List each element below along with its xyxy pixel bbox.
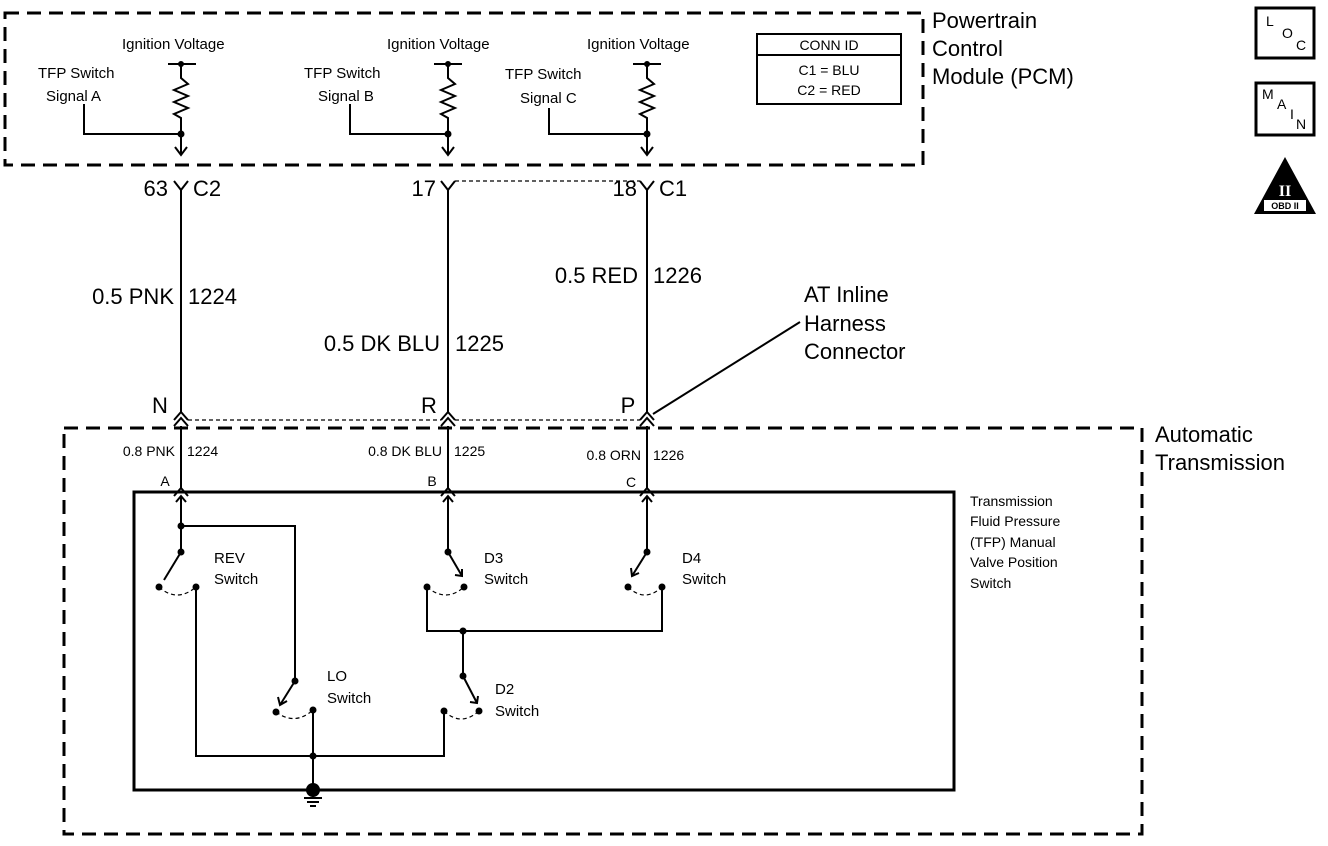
pullup-circuit-c: [548, 61, 661, 157]
tfp-label-line-4: Valve Position: [970, 554, 1058, 570]
d2-switch: [313, 627, 483, 757]
conn-id-table: CONN ID C1 = BLU C2 = RED: [756, 33, 902, 105]
wire-1226-upper-color: 0.5 RED: [555, 263, 638, 288]
conn-id-row-2: C2 = RED: [797, 82, 860, 98]
conn-id-row-1: C1 = BLU: [798, 62, 859, 78]
lo-switch: [272, 677, 317, 790]
switch-pin-a-label: A: [160, 473, 170, 489]
wire-1224-lower-color: 0.8 PNK: [123, 443, 176, 459]
pcm-connector-pin-17: 17: [412, 176, 456, 201]
loc-icon[interactable]: L O C: [1254, 6, 1316, 60]
svg-text:N: N: [1296, 116, 1306, 132]
tfp-label-line-5: Switch: [970, 575, 1011, 591]
pcm-pin-17-label: 17: [412, 176, 436, 201]
rev-switch-label-line-1: REV: [214, 550, 245, 567]
inline-connector-leader: [652, 321, 801, 415]
main-icon[interactable]: M A I N: [1254, 81, 1316, 137]
wire-1224-lower-circuit: 1224: [187, 443, 218, 459]
svg-text:II: II: [1279, 183, 1291, 200]
rev-switch-label-line-2: Switch: [214, 571, 258, 588]
switch-pin-c-label: C: [626, 474, 636, 490]
ignition-voltage-label-a: Ignition Voltage: [122, 36, 225, 53]
d2-switch-label-line-1: D2: [495, 681, 514, 698]
d3-switch: [423, 548, 468, 632]
pcm-title-line-2: Control: [932, 36, 1003, 61]
svg-text:OBD II: OBD II: [1271, 201, 1299, 211]
inline-pin-n-label: N: [152, 393, 168, 418]
transmission-boundary: [62, 426, 1144, 836]
pcm-boundary: [3, 11, 925, 167]
svg-text:C: C: [1296, 37, 1306, 53]
inline-connector-label-line-3: Connector: [804, 339, 906, 364]
d4-switch-label-line-2: Switch: [682, 571, 726, 588]
lo-feed-wire: [181, 525, 296, 681]
svg-text:M: M: [1262, 86, 1274, 102]
signal-a-label-line-1: TFP Switch: [38, 65, 114, 82]
pullup-circuit-b: [349, 61, 462, 157]
ground-symbol: [304, 752, 322, 807]
pcm-pin-63-conn: C2: [193, 176, 221, 201]
pcm-title-line-1: Powertrain: [932, 8, 1037, 33]
d2-switch-label-line-2: Switch: [495, 703, 539, 720]
wire-1226-lower-circuit: 1226: [653, 447, 684, 463]
svg-text:I: I: [1290, 106, 1294, 122]
ignition-voltage-label-c: Ignition Voltage: [587, 36, 690, 53]
pcm-connector-pin-18: 18 C1: [613, 176, 688, 201]
tfp-label-line-3: (TFP) Manual: [970, 534, 1056, 550]
pcm-pin-18-conn: C1: [659, 176, 687, 201]
signal-c-label-line-1: TFP Switch: [505, 66, 581, 83]
tfp-label-line-1: Transmission: [970, 493, 1053, 509]
wire-1226-upper-circuit: 1226: [653, 263, 702, 288]
svg-text:O: O: [1282, 25, 1293, 41]
pullup-circuit-a: [83, 61, 196, 157]
tfp-switch-assembly: [132, 490, 956, 792]
signal-a-label-line-2: Signal A: [46, 88, 101, 105]
wire-1225-upper-circuit: 1225: [455, 331, 504, 356]
signal-c-label-line-2: Signal C: [520, 90, 577, 107]
wire-1225-upper-color: 0.5 DK BLU: [324, 331, 440, 356]
pcm-title-line-3: Module (PCM): [932, 64, 1074, 89]
pcm-connector-pin-63: 63 C2: [144, 176, 222, 201]
inline-pin-r-label: R: [421, 393, 437, 418]
transmission-title-line-1: Automatic: [1155, 422, 1253, 447]
inline-pin-p-label: P: [621, 393, 636, 418]
conn-id-header: CONN ID: [799, 37, 858, 53]
transmission-title-line-2: Transmission: [1155, 450, 1285, 475]
d3-switch-label-line-2: Switch: [484, 571, 528, 588]
lo-switch-label-line-1: LO: [327, 668, 347, 685]
switch-pin-b-label: B: [427, 473, 436, 489]
d3-switch-label-line-1: D3: [484, 550, 503, 567]
wire-1224-upper-circuit: 1224: [188, 284, 237, 309]
obd-ii-icon[interactable]: II OBD II: [1254, 157, 1316, 214]
svg-text:L: L: [1266, 13, 1274, 29]
tfp-label-line-2: Fluid Pressure: [970, 513, 1060, 529]
d4-switch: [463, 548, 666, 632]
wire-1225-lower-circuit: 1225: [454, 443, 485, 459]
signal-b-label-line-2: Signal B: [318, 88, 374, 105]
wire-1224-upper-color: 0.5 PNK: [92, 284, 174, 309]
svg-text:A: A: [1277, 96, 1287, 112]
inline-connector-pins: [173, 410, 655, 427]
pcm-pin-18-label: 18: [613, 176, 637, 201]
signal-b-label-line-1: TFP Switch: [304, 65, 380, 82]
wire-1226-lower-color: 0.8 ORN: [587, 447, 641, 463]
ignition-voltage-label-b: Ignition Voltage: [387, 36, 490, 53]
wire-1225-lower-color: 0.8 DK BLU: [368, 443, 442, 459]
pcm-pin-63-label: 63: [144, 176, 168, 201]
inline-connector-label-line-1: AT Inline: [804, 282, 889, 307]
lo-switch-label-line-2: Switch: [327, 690, 371, 707]
d4-switch-label-line-1: D4: [682, 550, 701, 567]
rev-switch: [155, 522, 311, 757]
inline-connector-label-line-2: Harness: [804, 311, 886, 336]
internal-feed-arrows: [175, 494, 653, 552]
